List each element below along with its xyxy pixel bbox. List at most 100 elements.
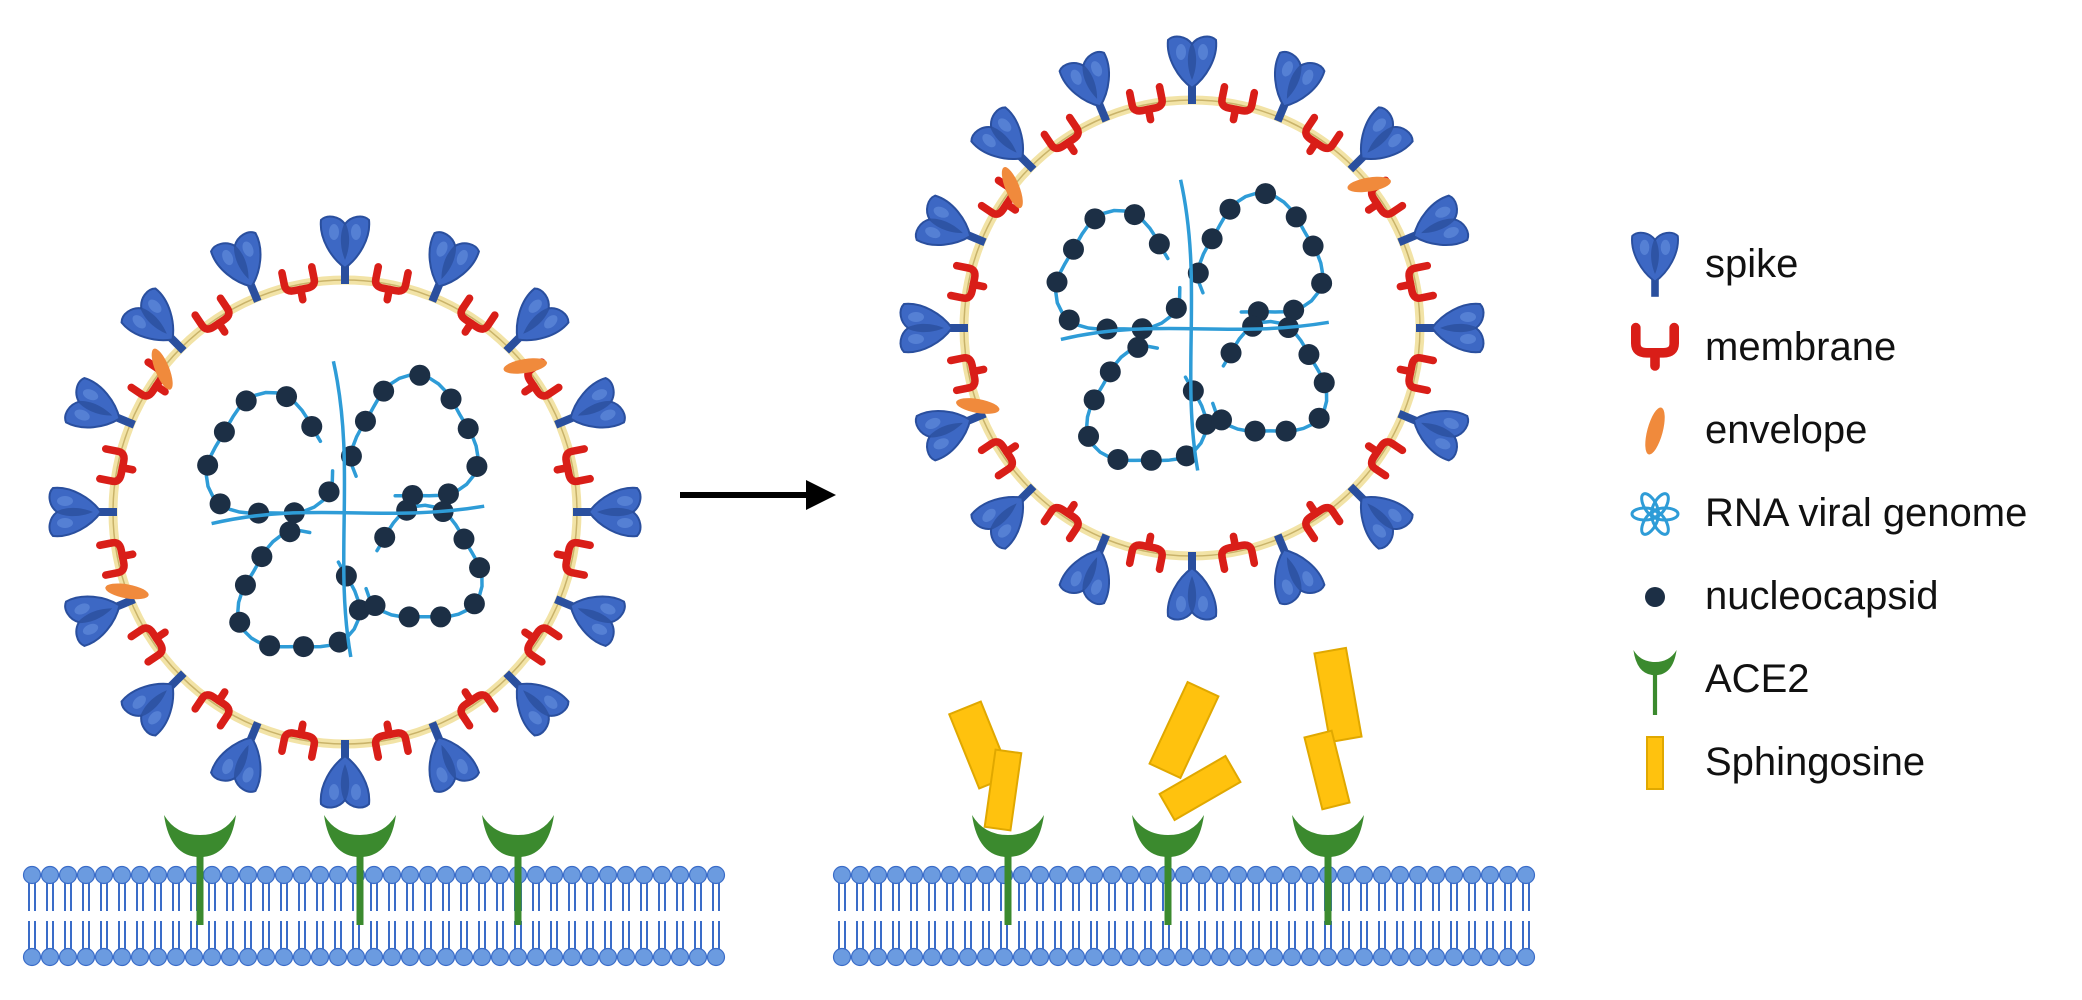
spike-icon: [554, 595, 626, 647]
nucleocapsid-icon: [1311, 272, 1333, 294]
membrane-icon: [1040, 113, 1082, 156]
membrane-icon: [521, 624, 563, 666]
lipid: [1048, 865, 1068, 967]
nucleocapsid-icon: [1084, 208, 1106, 230]
spike-icon: [120, 670, 187, 737]
nucleocapsid-icon: [1308, 407, 1330, 429]
sphingosine-icon: [1646, 736, 1664, 790]
lipid: [1012, 865, 1032, 967]
nucleocapsid-icon: [318, 481, 340, 503]
virion-left: [48, 215, 642, 809]
lipid: [544, 865, 564, 967]
spike-icon: [428, 231, 480, 303]
membrane-icon: [1218, 532, 1259, 573]
spike-icon: [48, 486, 117, 538]
lipid: [1210, 865, 1230, 967]
nucleocapsid-icon: [251, 546, 273, 568]
virion-right: [899, 35, 1485, 621]
nucleocapsid-icon: [430, 606, 452, 628]
legend: spike membrane envelope RNA viral genome…: [1620, 230, 2070, 811]
lipid: [634, 865, 654, 967]
lipid: [1030, 865, 1050, 967]
membrane-icon: [191, 688, 233, 730]
membrane-icon: [947, 261, 988, 302]
rna-genome: [197, 360, 491, 658]
spike-icon: [970, 106, 1037, 173]
nucleocapsid-icon: [1078, 425, 1100, 447]
legend-label-spike: spike: [1705, 242, 1799, 286]
lipid: [274, 865, 294, 967]
lipid: [1300, 865, 1320, 967]
legend-label-membrane: membrane: [1705, 325, 1897, 369]
lipid: [130, 865, 150, 967]
spike-icon: [1347, 106, 1414, 173]
lipid: [1228, 865, 1248, 967]
lipid: [616, 865, 636, 967]
lipid: [562, 865, 582, 967]
spike-icon: [554, 377, 626, 429]
lipid: [886, 865, 906, 967]
nucleocapsid-icon: [374, 526, 396, 548]
nucleocapsid-icon: [373, 380, 395, 402]
membrane-icon: [1630, 322, 1680, 371]
lipid: [706, 865, 726, 967]
spike-icon: [1397, 410, 1470, 462]
membrane-icon: [1125, 83, 1166, 124]
nucleocapsid-icon: [457, 418, 479, 440]
spike-icon: [1166, 35, 1218, 104]
membrane-icon: [1302, 113, 1344, 156]
lipid: [1426, 865, 1446, 967]
spike-icon: [914, 410, 987, 462]
envelope-icon: [1001, 167, 1023, 209]
lipid: [328, 865, 348, 967]
membrane-icon: [457, 688, 499, 730]
lipid: [670, 865, 690, 967]
lipid: [292, 865, 312, 967]
nucleocapsid-icon: [409, 364, 431, 386]
spike-icon: [1631, 231, 1679, 297]
nucleocapsid-icon: [463, 593, 485, 615]
membrane-icon: [96, 445, 137, 486]
lipid: [1282, 865, 1302, 967]
membrane-icon: [553, 538, 594, 579]
nucleocapsid-icon: [1255, 183, 1277, 205]
lipid: [940, 865, 960, 967]
legend-label-envelope: envelope: [1705, 408, 1868, 452]
lipid: [1498, 865, 1518, 967]
lipid: [364, 865, 384, 967]
nucleocapsid-icon: [235, 390, 257, 412]
lipid: [472, 865, 492, 967]
ace2-icon: [482, 815, 554, 925]
ace2-icon: [1292, 815, 1364, 925]
nucleocapsid-icon: [1275, 420, 1297, 442]
nucleocapsid-icon: [440, 388, 462, 410]
nucleocapsid-icon: [1140, 449, 1162, 471]
sphingosine-icon: [1303, 729, 1351, 811]
nucleocapsid-icon: [453, 528, 475, 550]
membrane-icon: [96, 538, 137, 579]
nucleocapsid-icon: [234, 574, 256, 596]
nucleocapsid-icon: [259, 635, 281, 657]
membrane-icon: [371, 720, 412, 761]
lipid: [976, 865, 996, 967]
envelope-icon: [1347, 176, 1391, 193]
spike-icon: [210, 231, 262, 303]
sphingosine-icon: [1313, 646, 1363, 744]
spike-icon: [1274, 533, 1326, 606]
ace2-icon: [1132, 815, 1204, 925]
nucleocapsid-icon: [1187, 262, 1209, 284]
nucleocapsid-icon: [340, 445, 362, 467]
nucleocapsid-icon: [1124, 204, 1146, 226]
legend-item-ace2: ACE2: [1620, 645, 2070, 728]
spike-icon: [899, 302, 968, 354]
nucleocapsid-icon: [1099, 361, 1121, 383]
spike-icon: [319, 740, 371, 809]
envelope-icon: [151, 348, 173, 390]
legend-label-nucleocapsid: nucleocapsid: [1705, 574, 1939, 618]
nucleocapsid-icon: [197, 454, 219, 476]
nucleocapsid-icon: [1046, 271, 1068, 293]
legend-item-nucleocapsid: nucleocapsid: [1620, 562, 2070, 645]
envelope-icon: [503, 358, 548, 374]
nucleocapsid-icon: [1285, 206, 1307, 228]
membrane-icon: [1396, 261, 1437, 302]
